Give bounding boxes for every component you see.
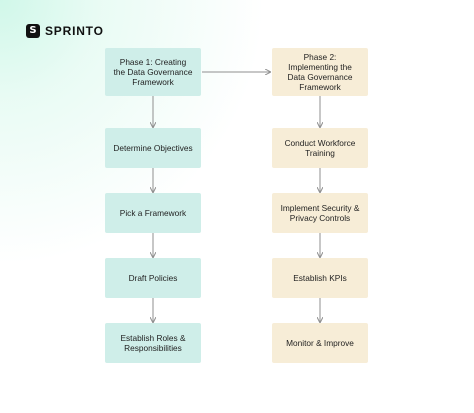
brand-logo-icon: S [26, 24, 40, 38]
left-step-text-2: Pick a Framework [119, 208, 187, 218]
phase-2-header-box: Phase 2: Implementing the Data Governanc… [272, 48, 368, 96]
right-step-text-4: Monitor & Improve [286, 338, 354, 348]
phase-1-header-box: Phase 1: Creating the Data Governance Fr… [105, 48, 201, 96]
phase-1-header-text: Phase 1: Creating the Data Governance Fr… [113, 57, 193, 87]
left-step-box-1: Determine Objectives [105, 128, 201, 168]
right-step-box-4: Monitor & Improve [272, 323, 368, 363]
brand-logo-text: SPRINTO [45, 24, 104, 38]
right-step-box-3: Establish KPIs [272, 258, 368, 298]
right-step-text-1: Conduct Workforce Training [284, 138, 356, 158]
left-step-text-4: Establish Roles & Responsibilities [120, 333, 186, 353]
left-step-text-1: Determine Objectives [113, 143, 193, 153]
phase-2-header-text: Phase 2: Implementing the Data Governanc… [287, 52, 353, 92]
brand-logo: S SPRINTO [26, 24, 104, 38]
right-step-box-2: Implement Security & Privacy Controls [272, 193, 368, 233]
left-step-box-3: Draft Policies [105, 258, 201, 298]
right-step-text-3: Establish KPIs [293, 273, 347, 283]
left-step-text-3: Draft Policies [128, 273, 178, 283]
left-step-box-4: Establish Roles & Responsibilities [105, 323, 201, 363]
left-step-box-2: Pick a Framework [105, 193, 201, 233]
right-step-text-2: Implement Security & Privacy Controls [280, 203, 360, 223]
right-step-box-1: Conduct Workforce Training [272, 128, 368, 168]
